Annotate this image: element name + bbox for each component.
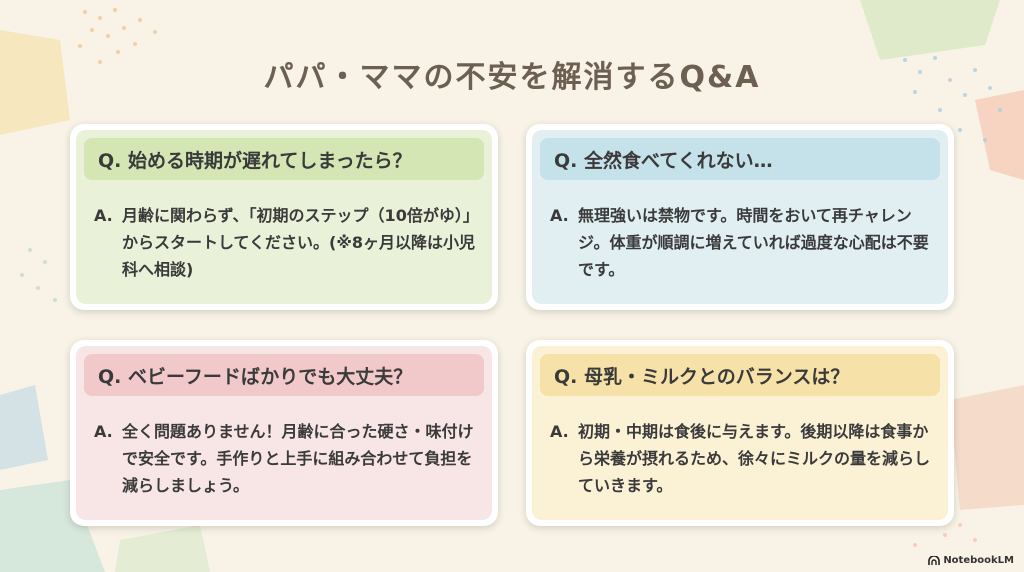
answer-block: A. 無理強いは禁物です。時間をおいて再チャレンジ。体重が順調に増えていれば過度…: [550, 202, 936, 283]
notebooklm-logo: NotebookLM: [928, 555, 1014, 566]
answer-prefix: A.: [94, 422, 113, 441]
answer-block: A. 初期・中期は食後に与えます。後期以降は食事から栄養が摂れるため、徐々にミル…: [550, 418, 936, 499]
answer-text: 月齢に関わらず、「初期のステップ（10倍がゆ）」からスタートしてください。(※8…: [122, 206, 479, 279]
answer-text: 初期・中期は食後に与えます。後期以降は食事から栄養が摂れるため、徐々にミルクの量…: [578, 422, 931, 495]
qa-card-baby-food: Q. ベビーフードばかりでも大丈夫？ A. 全く問題ありません！月齢に合った硬さ…: [70, 340, 498, 526]
question-label: Q. ベビーフードばかりでも大丈夫？: [84, 354, 484, 396]
answer-text: 全く問題ありません！月齢に合った硬さ・味付けで安全です。手作りと上手に組み合わせ…: [122, 422, 474, 495]
question-label: Q. 母乳・ミルクとのバランスは？: [540, 354, 940, 396]
answer-prefix: A.: [550, 206, 569, 225]
qa-card-not-eating: Q. 全然食べてくれない… A. 無理強いは禁物です。時間をおいて再チャレンジ。…: [526, 124, 954, 310]
answer-block: A. 月齢に関わらず、「初期のステップ（10倍がゆ）」からスタートしてください。…: [94, 202, 480, 283]
logo-text: NotebookLM: [943, 555, 1014, 566]
answer-prefix: A.: [550, 422, 569, 441]
answer-prefix: A.: [94, 206, 113, 225]
question-label: Q. 全然食べてくれない…: [540, 138, 940, 180]
answer-text: 無理強いは禁物です。時間をおいて再チャレンジ。体重が順調に増えていれば過度な心配…: [578, 206, 929, 279]
question-label: Q. 始める時期が遅れてしまったら？: [84, 138, 484, 180]
page-title: パパ・ママの不安を解消するQ&A: [263, 60, 761, 95]
notebooklm-icon: [928, 555, 941, 565]
qa-card-start-late: Q. 始める時期が遅れてしまったら？ A. 月齢に関わらず、「初期のステップ（1…: [70, 124, 498, 310]
qa-card-milk-balance: Q. 母乳・ミルクとのバランスは？ A. 初期・中期は食後に与えます。後期以降は…: [526, 340, 954, 526]
answer-block: A. 全く問題ありません！月齢に合った硬さ・味付けで安全です。手作りと上手に組み…: [94, 418, 480, 499]
